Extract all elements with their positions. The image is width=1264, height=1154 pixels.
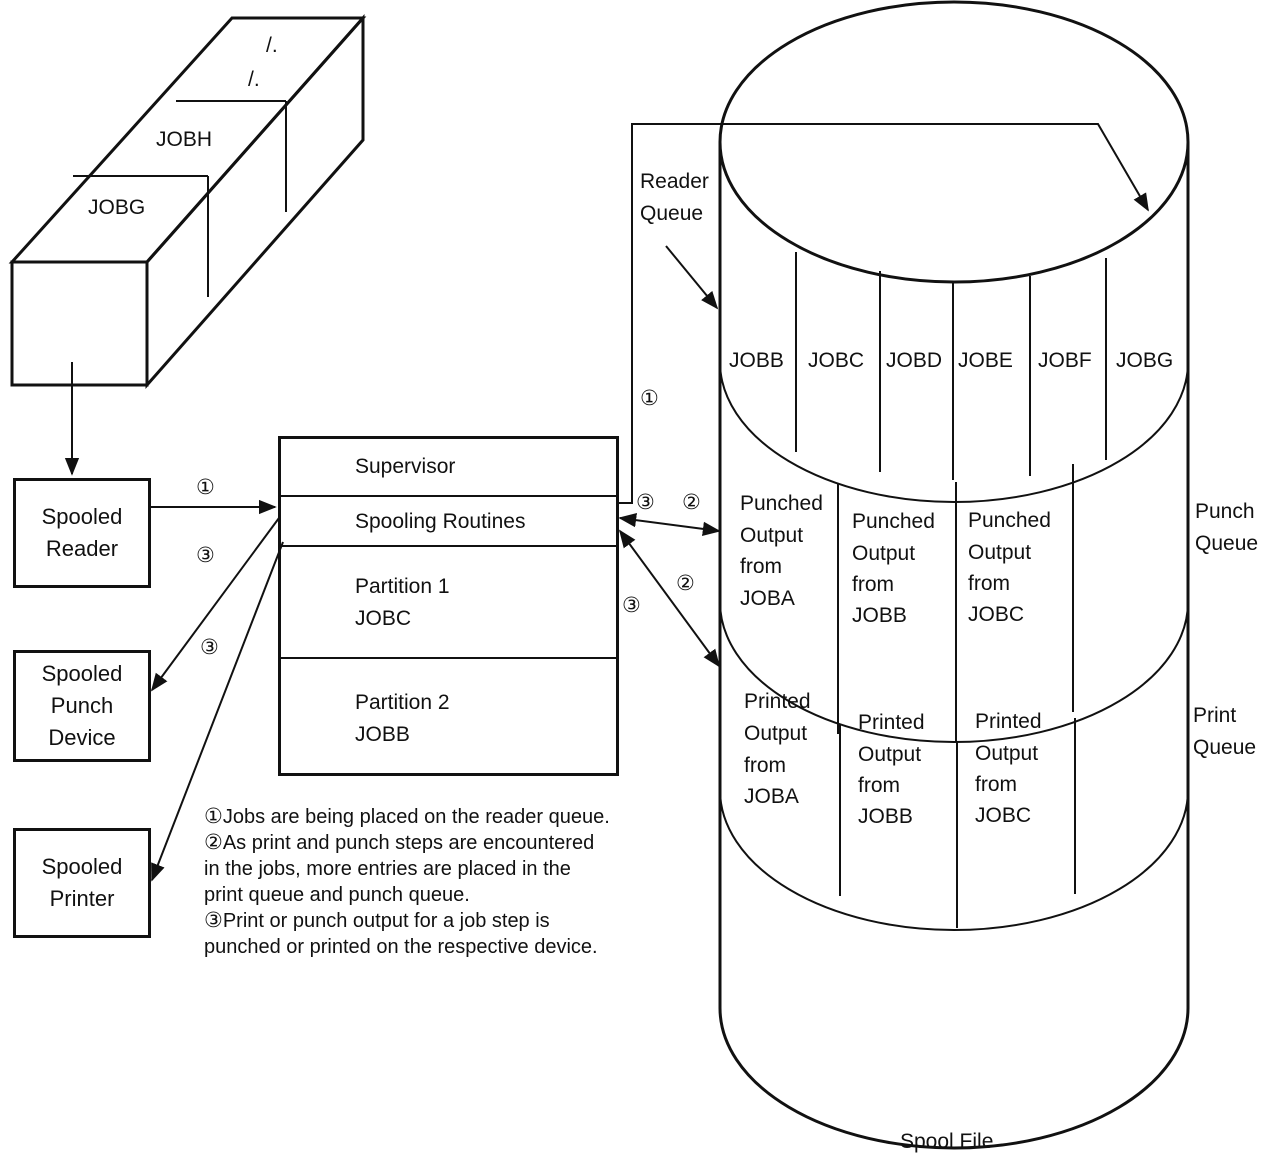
marker-punch-step2: ② bbox=[682, 491, 701, 514]
storage-to-printer-arrow bbox=[151, 541, 284, 882]
partition-2-job: JOBB bbox=[355, 723, 410, 746]
card-label-jobh: JOBH bbox=[156, 128, 212, 151]
partition-2-area: Partition 2 JOBB bbox=[281, 659, 616, 773]
print-entry-line: Printed bbox=[975, 710, 1042, 733]
reader-queue-label-2: Queue bbox=[640, 202, 703, 225]
storage-to-reader-queue-path bbox=[619, 123, 1149, 504]
marker-reader-step1: ① bbox=[196, 476, 215, 499]
print-entry-line: JOBC bbox=[975, 804, 1031, 827]
main-storage: Supervisor Spooling Routines Partition 1… bbox=[278, 436, 619, 776]
note-marker: ② bbox=[204, 831, 223, 854]
print-entry-line: Printed bbox=[858, 711, 925, 734]
spooling-routines-label: Spooling Routines bbox=[355, 510, 526, 533]
punch-queue-label-1: Punch bbox=[1195, 500, 1255, 523]
marker-queue-step1: ① bbox=[640, 387, 659, 410]
punch-queue-entry-joba: Punched Output from JOBA bbox=[740, 492, 823, 610]
reader-label-line: Reader bbox=[45, 536, 119, 561]
print-entry-line: Printed bbox=[744, 690, 811, 713]
storage-to-punch-arrow bbox=[150, 517, 280, 692]
spooled-reader-box: Spooled Reader bbox=[13, 478, 151, 588]
punch-entry-line: Output bbox=[968, 541, 1031, 564]
punch-queue-label-2: Queue bbox=[1195, 532, 1258, 555]
spooled-printer-box: Spooled Printer bbox=[13, 828, 151, 938]
storage-print-queue-arrow bbox=[618, 529, 721, 668]
note-text: As print and punch steps are encountered bbox=[222, 832, 595, 854]
card-label-2: /. bbox=[248, 68, 260, 91]
punch-entry-line: JOBC bbox=[968, 603, 1024, 626]
spool-file-cylinder bbox=[718, 0, 1190, 1150]
legend-note-3-cont: punched or printed on the respective dev… bbox=[204, 936, 598, 958]
storage-punch-queue-arrow bbox=[618, 512, 721, 537]
supervisor-label: Supervisor bbox=[355, 455, 456, 478]
punch-entry-line: JOBB bbox=[852, 604, 907, 627]
reader-queue-entry: JOBC bbox=[808, 349, 864, 372]
punch-entry-line: Output bbox=[852, 542, 915, 565]
note-text: Jobs are being placed on the reader queu… bbox=[222, 806, 610, 828]
reader-queue-label-1: Reader bbox=[640, 170, 709, 193]
print-entry-line: from bbox=[858, 774, 900, 797]
reader-queue-entry: JOBE bbox=[958, 349, 1013, 372]
legend-notes: ①Jobs are being placed on the reader que… bbox=[204, 804, 714, 960]
note-text: Print or punch output for a job step is bbox=[222, 910, 550, 932]
print-entry-line: Output bbox=[744, 722, 807, 745]
note-marker: ③ bbox=[204, 909, 223, 932]
partition-1-area: Partition 1 JOBC bbox=[281, 547, 616, 659]
partition-2-label: Partition 2 bbox=[355, 691, 450, 714]
supervisor-area: Supervisor bbox=[281, 439, 616, 497]
marker-reader-step3: ③ bbox=[196, 544, 215, 567]
punch-entry-line: from bbox=[852, 573, 894, 596]
print-entry-line: from bbox=[975, 773, 1017, 796]
reader-queue-pointer bbox=[665, 245, 719, 310]
legend-note-1: ①Jobs are being placed on the reader que… bbox=[204, 804, 714, 830]
punch-entry-line: Output bbox=[740, 524, 803, 547]
punch-queue-entry-jobc: Punched Output from JOBC bbox=[968, 509, 1051, 626]
legend-note-2-cont: in the jobs, more entries are placed in … bbox=[204, 858, 571, 880]
card-deck bbox=[8, 14, 367, 389]
reader-queue-entry: JOBF bbox=[1038, 349, 1092, 372]
print-entry-line: JOBB bbox=[858, 805, 913, 828]
partition-1-label: Partition 1 bbox=[355, 575, 450, 598]
card-label-jobg: JOBG bbox=[88, 196, 145, 219]
spooling-routines-area: Spooling Routines bbox=[281, 497, 616, 547]
card-label-1: /. bbox=[266, 34, 278, 57]
reader-queue-entry: JOBD bbox=[886, 349, 942, 372]
printer-label-line: Printer bbox=[49, 886, 115, 911]
spool-file-label: Spool File bbox=[900, 1130, 993, 1153]
print-entry-line: from bbox=[744, 754, 786, 777]
punch-entry-line: Punched bbox=[968, 509, 1051, 532]
reader-queue-entry: JOBB bbox=[729, 349, 784, 372]
legend-note-2-cont: print queue and punch queue. bbox=[204, 884, 470, 906]
punch-queue-entry-jobb: Punched Output from JOBB bbox=[852, 510, 935, 627]
print-queue-entry-jobc: Printed Output from JOBC bbox=[975, 710, 1042, 827]
spooled-punch-box: Spooled Punch Device bbox=[13, 650, 151, 762]
punch-label-line: Punch bbox=[50, 693, 114, 718]
punch-entry-line: Punched bbox=[740, 492, 823, 515]
print-queue-entry-jobb: Printed Output from JOBB bbox=[858, 711, 925, 828]
punch-entry-line: from bbox=[968, 572, 1010, 595]
punch-label-line: Spooled bbox=[41, 661, 123, 686]
legend-note-2: ②As print and punch steps are encountere… bbox=[204, 830, 714, 856]
marker-queue-step3: ③ bbox=[636, 491, 655, 514]
punch-entry-line: Punched bbox=[852, 510, 935, 533]
print-queue-label-1: Print bbox=[1193, 704, 1236, 727]
partition-1-job: JOBC bbox=[355, 607, 412, 630]
print-queue-entry-joba: Printed Output from JOBA bbox=[744, 690, 811, 808]
punch-label-line: Device bbox=[48, 725, 116, 750]
reader-queue-entry: JOBG bbox=[1116, 349, 1173, 372]
print-queue-label-2: Queue bbox=[1193, 736, 1256, 759]
punch-entry-line: from bbox=[740, 555, 782, 578]
marker-devices-step3: ③ bbox=[200, 636, 219, 659]
print-entry-line: Output bbox=[858, 743, 921, 766]
printer-label-line: Spooled bbox=[41, 854, 123, 879]
print-entry-line: JOBA bbox=[744, 785, 799, 808]
note-marker: ① bbox=[204, 805, 223, 828]
reader-label-line: Spooled bbox=[41, 504, 123, 529]
marker-print-step3: ③ bbox=[622, 594, 641, 617]
punch-entry-line: JOBA bbox=[740, 587, 795, 610]
legend-note-3: ③Print or punch output for a job step is bbox=[204, 908, 714, 934]
print-entry-line: Output bbox=[975, 742, 1038, 765]
marker-print-step2: ② bbox=[676, 572, 695, 595]
